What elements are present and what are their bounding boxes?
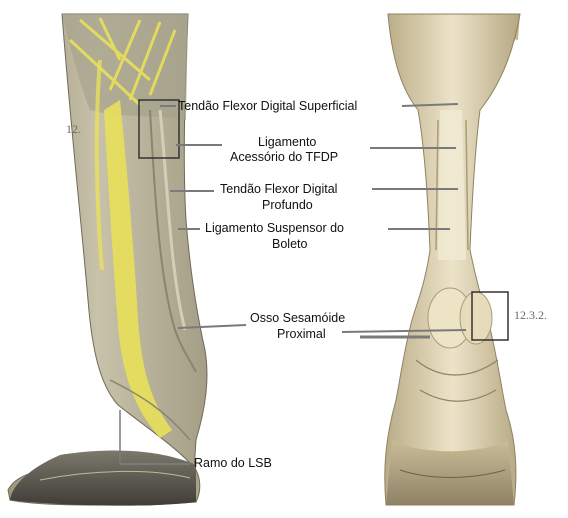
label-deep-flexor-line2: Profundo: [262, 198, 313, 213]
right-leg-illustration: [385, 14, 520, 505]
label-accessory-ligament-line1: Ligamento: [258, 135, 316, 150]
label-deep-flexor-line1: Tendão Flexor Digital: [220, 182, 337, 197]
label-lsb-branch: Ramo do LSB: [194, 456, 272, 471]
label-accessory-ligament-line2: Acessório do TFDP: [230, 150, 338, 165]
label-suspensory-ligament-line2: Boleto: [272, 237, 307, 252]
label-proximal-sesamoid-line2: Proximal: [277, 327, 326, 342]
label-superficial-flexor-tendon: Tendão Flexor Digital Superficial: [178, 99, 357, 114]
left-hoof: [10, 451, 196, 506]
label-proximal-sesamoid-line1: Osso Sesamóide: [250, 311, 345, 326]
figure-ref-left: 12.: [66, 122, 81, 137]
figure-ref-right: 12.3.2.: [514, 308, 547, 323]
label-suspensory-ligament-line1: Ligamento Suspensor do: [205, 221, 344, 236]
left-leg-illustration: [8, 14, 207, 506]
